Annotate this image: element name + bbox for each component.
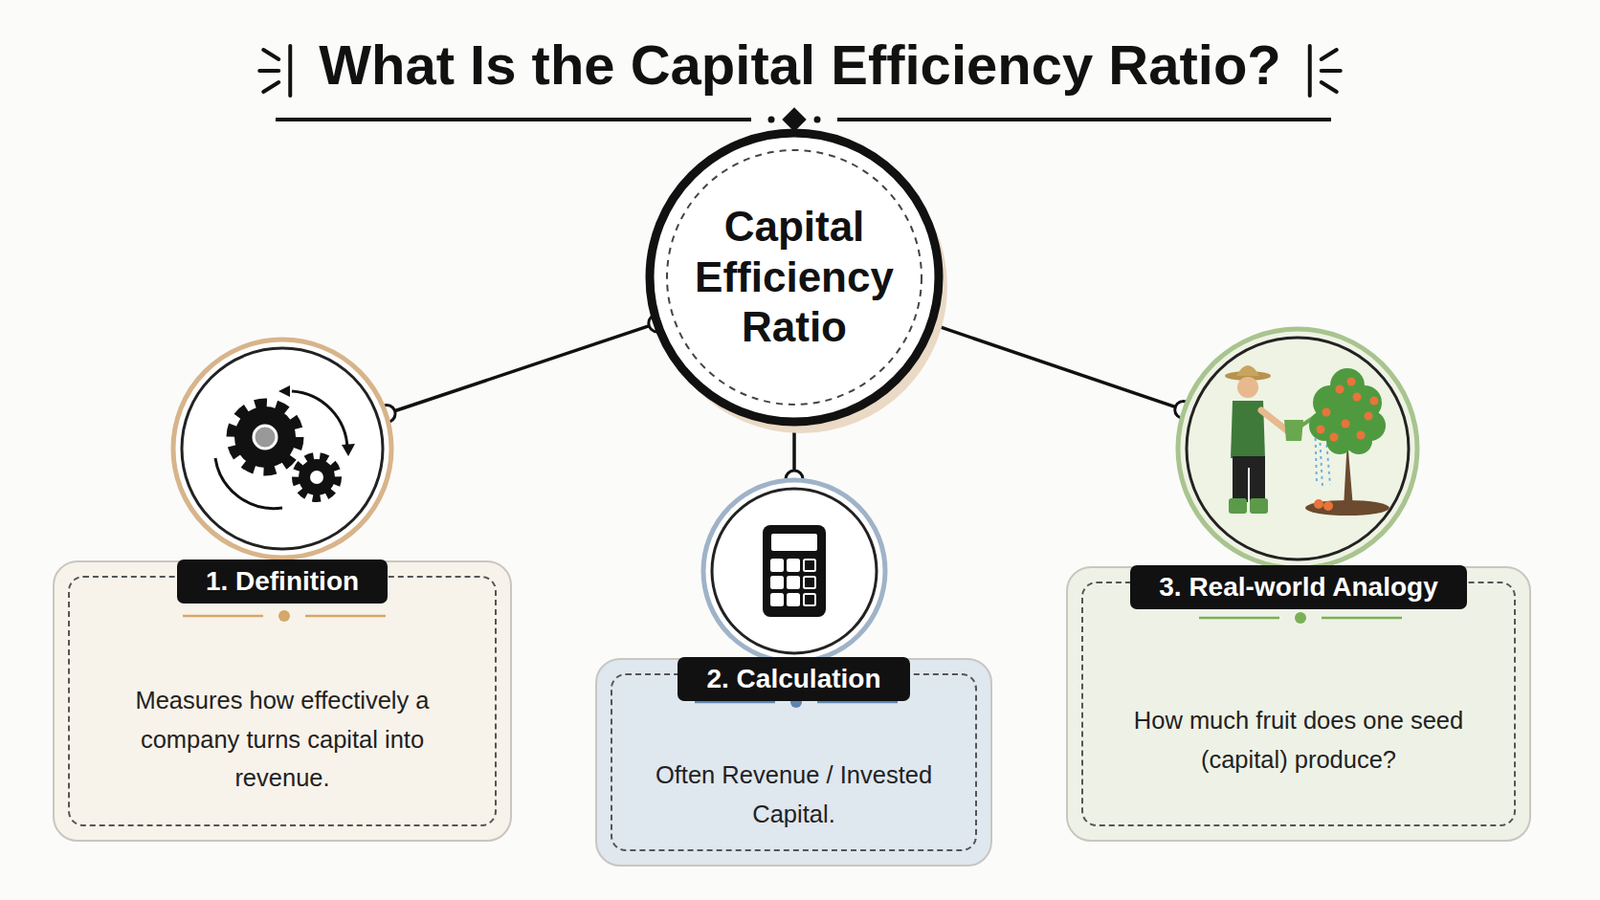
fruit xyxy=(1370,397,1379,406)
boot xyxy=(1228,498,1247,514)
card-body-text: Often Revenue / Invested Capital. xyxy=(638,755,950,835)
gear-teeth xyxy=(232,404,298,470)
fruit xyxy=(1347,377,1356,387)
calculator-key xyxy=(803,559,816,572)
gear-hub xyxy=(310,470,324,485)
gear-hub xyxy=(253,425,277,449)
icon-circle xyxy=(1175,326,1421,572)
leg-gap xyxy=(1247,467,1250,503)
legs xyxy=(1232,456,1266,503)
hub-circle: Capital Efficiency Ratio xyxy=(645,129,943,426)
icon-circle xyxy=(170,336,395,561)
calculator-key xyxy=(771,559,783,572)
arrowhead xyxy=(278,385,290,398)
connector xyxy=(922,315,1193,420)
card-body-text: How much fruit does one seed (capital) p… xyxy=(1109,701,1489,780)
card-heading: 1. Definition xyxy=(177,559,388,604)
divider-line xyxy=(182,615,264,619)
icon-ring xyxy=(703,480,886,663)
fruit xyxy=(1364,412,1374,422)
icon-ring xyxy=(173,339,392,558)
icon-circle xyxy=(700,477,889,666)
circle-border xyxy=(649,133,939,423)
fruit xyxy=(1335,385,1345,395)
divider xyxy=(178,608,390,624)
card-heading: 2. Calculation xyxy=(677,657,910,702)
connector-line xyxy=(931,324,1184,411)
fruit xyxy=(1353,393,1362,402)
head xyxy=(1237,377,1259,399)
calc-illustration xyxy=(762,525,826,618)
icon-circle xyxy=(1175,326,1421,572)
icon-ring-inner xyxy=(1186,337,1409,560)
card-heading: 3. Real-world Analogy xyxy=(1130,565,1467,610)
divider-line xyxy=(1199,617,1280,621)
connector-line xyxy=(386,323,658,415)
watering-can xyxy=(1284,420,1304,442)
fruit xyxy=(1341,420,1351,429)
foliage xyxy=(1328,395,1367,434)
divider xyxy=(1195,610,1406,626)
calculator-key xyxy=(771,577,783,589)
topic-card: 2. CalculationOften Revenue / Invested C… xyxy=(595,477,993,867)
title: What Is the Capital Efficiency Ratio? xyxy=(0,32,1600,97)
arm xyxy=(1261,410,1289,432)
calculator-key xyxy=(771,594,783,606)
cycle-arrow xyxy=(215,458,283,510)
title-burst xyxy=(1310,45,1341,96)
icon-circle xyxy=(170,336,395,561)
divider-line xyxy=(694,701,776,705)
boot xyxy=(1249,498,1268,514)
title-burst xyxy=(259,45,290,96)
gears-illustration xyxy=(215,385,356,510)
fruit xyxy=(1322,408,1332,418)
calculator-key xyxy=(803,577,816,589)
fruit xyxy=(1323,501,1334,512)
calculator-key xyxy=(787,594,800,606)
fruit xyxy=(1316,425,1326,435)
calculator-key xyxy=(803,594,816,606)
icon-ring xyxy=(1177,329,1418,569)
fruit xyxy=(1313,499,1324,510)
gear-teeth xyxy=(296,457,337,498)
hat xyxy=(1236,365,1260,377)
divider-line xyxy=(817,701,898,705)
divider-line xyxy=(305,615,386,619)
circle-dashed xyxy=(666,150,922,405)
divider-dot xyxy=(278,610,290,623)
calculator-key xyxy=(787,559,800,572)
fruit xyxy=(1356,431,1366,441)
connector xyxy=(377,314,667,423)
calculator-screen xyxy=(771,533,818,552)
calculator-body xyxy=(762,525,826,618)
hub-label: Capital Efficiency Ratio xyxy=(674,201,914,354)
cycle-arrow xyxy=(291,391,348,449)
calculator-key xyxy=(787,577,800,589)
divider-line xyxy=(1321,617,1402,621)
title-underline xyxy=(275,107,1332,132)
gear xyxy=(234,406,296,468)
gear xyxy=(298,459,335,496)
foliage xyxy=(1345,427,1373,455)
arrowhead xyxy=(341,444,356,457)
farm-illustration xyxy=(1224,365,1390,516)
card-body-text: Measures how effectively a company turns… xyxy=(95,681,469,799)
topic-card: 1. DefinitionMeasures how effectively a … xyxy=(52,336,512,843)
topic-card: 3. Real-world AnalogyHow much fruit does… xyxy=(1066,326,1532,843)
fruit xyxy=(1330,433,1339,443)
icon-circle xyxy=(700,477,889,666)
icon-ring-inner xyxy=(181,348,383,550)
icon-ring-inner xyxy=(711,488,877,654)
divider-dot xyxy=(1294,612,1307,624)
